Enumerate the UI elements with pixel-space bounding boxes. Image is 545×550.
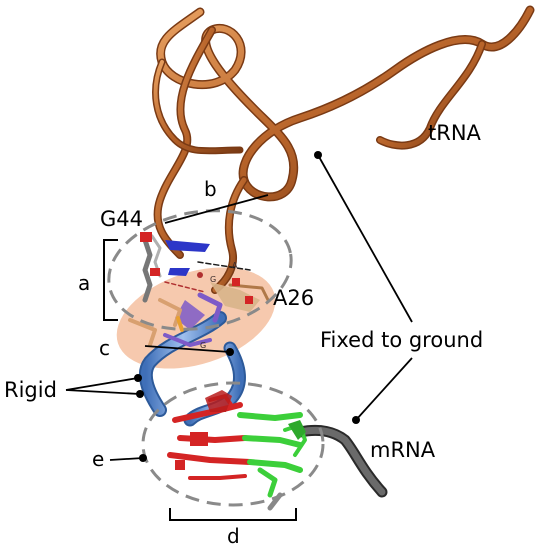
label-trna: tRNA	[428, 121, 482, 145]
label-e: e	[92, 447, 104, 471]
base-letter-g: G	[210, 275, 216, 284]
leader-rigid-2	[65, 389, 141, 395]
label-mrna: mRNA	[370, 438, 436, 462]
label-rigid: Rigid	[4, 378, 57, 402]
bracket-a	[103, 239, 118, 321]
label-d: d	[227, 524, 240, 548]
leader-c	[144, 345, 231, 353]
leader-rigid-1	[65, 377, 139, 391]
label-a26: A26	[273, 286, 314, 310]
leader-fixed-trna	[317, 154, 413, 323]
base-letter-g-lower: G	[200, 341, 206, 350]
label-c: c	[99, 336, 110, 360]
leader-e	[109, 457, 144, 461]
label-fixed-to-ground: Fixed to ground	[320, 328, 483, 352]
region-a-dashed-circle	[107, 209, 293, 331]
trna-ribbon	[152, 5, 535, 294]
trna-bases-upper	[128, 232, 270, 347]
codon-bases	[167, 390, 307, 498]
label-b: b	[204, 177, 217, 201]
label-g44: G44	[100, 207, 143, 231]
leader-b	[164, 194, 269, 224]
leader-fixed-mrna	[355, 357, 413, 421]
region-e-dashed-circle	[141, 381, 325, 507]
bracket-d	[169, 508, 297, 521]
label-a: a	[78, 271, 90, 295]
base-letter-a: A	[232, 261, 238, 270]
